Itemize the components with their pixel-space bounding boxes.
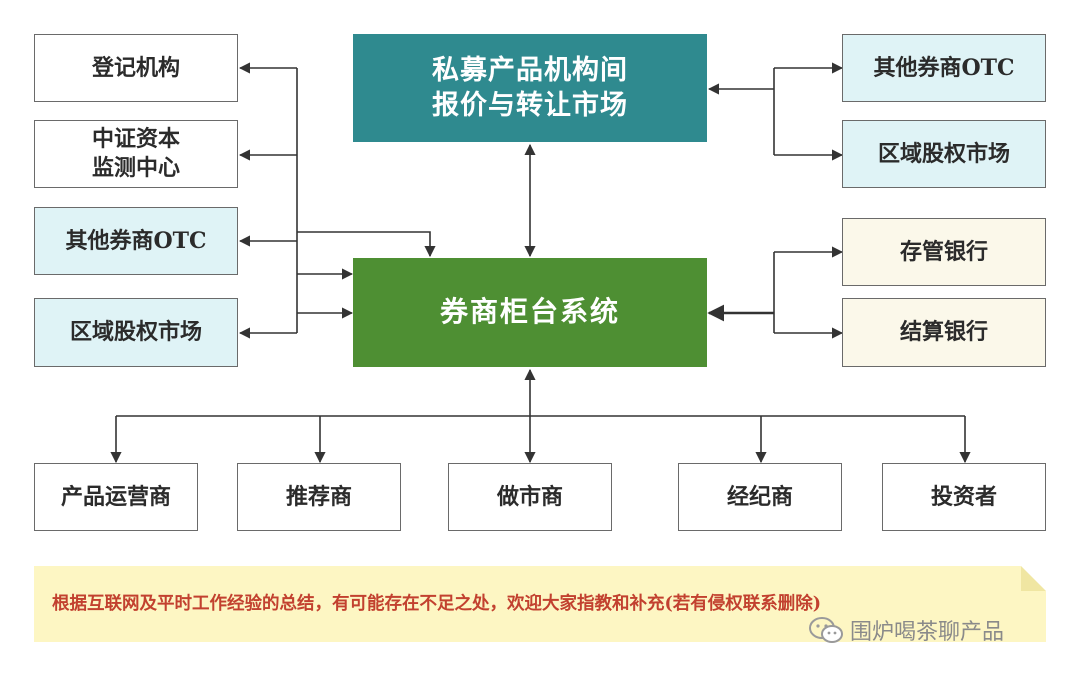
box-private-product-market: 私募产品机构间 报价与转让市场 xyxy=(353,34,707,142)
box-label: 推荐商 xyxy=(285,483,352,510)
box-right-regional-equity: 区域股权市场 xyxy=(842,120,1046,188)
watermark: 围炉喝茶聊产品 xyxy=(808,614,1004,646)
wechat-icon xyxy=(809,617,843,643)
box-label: 其他券商OTC xyxy=(65,227,207,254)
box-left-other-otc: 其他券商OTC xyxy=(34,207,238,275)
box-label: 券商柜台系统 xyxy=(439,295,620,329)
arrow-bus-center-top xyxy=(297,231,436,258)
box-right-settlement-bank: 结算银行 xyxy=(842,298,1046,367)
box-bottom-market-maker: 做市商 xyxy=(448,463,612,531)
box-label: 私募产品机构间 报价与转让市场 xyxy=(432,54,628,121)
box-bottom-investor: 投资者 xyxy=(882,463,1046,531)
box-broker-counter-system: 券商柜台系统 xyxy=(353,258,707,367)
box-bottom-product-operator: 产品运营商 xyxy=(34,463,198,531)
box-right-custody-bank: 存管银行 xyxy=(842,218,1046,286)
box-bottom-recommender: 推荐商 xyxy=(237,463,401,531)
note-fold-corner xyxy=(1021,566,1046,591)
note-text: 根据互联网及平时工作经验的总结，有可能存在不足之处，欢迎大家指教和补充(若有侵权… xyxy=(52,594,822,614)
box-label: 区域股权市场 xyxy=(69,319,202,346)
box-left-capital-monitor: 中证资本 监测中心 xyxy=(34,120,238,188)
note-banner xyxy=(34,566,1046,642)
box-label: 存管银行 xyxy=(899,238,988,265)
box-label: 做市商 xyxy=(496,483,563,510)
box-label: 结算银行 xyxy=(899,319,988,346)
box-left-registration: 登记机构 xyxy=(34,34,238,102)
box-left-regional-equity: 区域股权市场 xyxy=(34,298,238,367)
box-label: 登记机构 xyxy=(91,54,180,81)
box-label: 中证资本 监测中心 xyxy=(91,126,180,181)
box-label: 产品运营商 xyxy=(60,483,171,510)
watermark-text: 围炉喝茶聊产品 xyxy=(850,620,1005,645)
box-label: 投资者 xyxy=(930,483,997,510)
box-label: 其他券商OTC xyxy=(873,54,1015,81)
box-bottom-broker: 经纪商 xyxy=(678,463,842,531)
box-right-other-otc: 其他券商OTC xyxy=(842,34,1046,102)
box-label: 经纪商 xyxy=(726,483,793,510)
box-label: 区域股权市场 xyxy=(877,140,1010,167)
